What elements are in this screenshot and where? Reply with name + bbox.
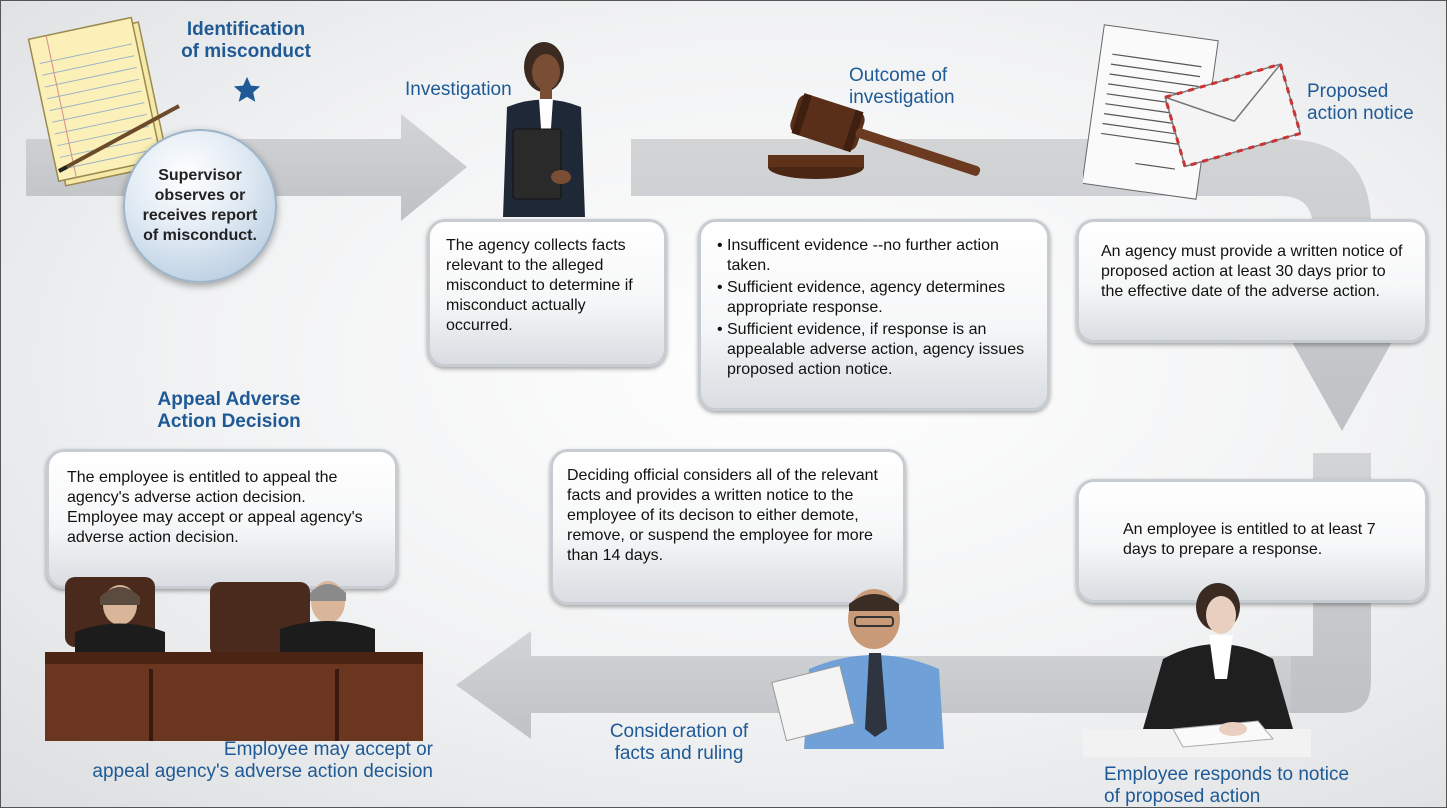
outcome-bullet: Sufficient evidence, if response is an a… [717, 320, 1031, 380]
appeal-box: The employee is entitled to appeal the a… [46, 449, 398, 589]
outcome-bullet: Sufficient evidence, agency determines a… [717, 278, 1031, 318]
employee-response-caption: Employee responds to notice of proposed … [1104, 764, 1350, 807]
proposed-action-title: Proposed action notice [1307, 81, 1414, 124]
letter-envelope-icon [1081, 19, 1303, 209]
appeal-caption: Employee may accept or appeal agency's a… [92, 739, 433, 782]
employee-response-box: An employee is entitled to at least 7 da… [1076, 479, 1428, 603]
employee-writing-illustration [1083, 579, 1311, 757]
proposed-action-box: An agency must provide a written notice … [1076, 219, 1428, 343]
consideration-caption: Consideration of facts and ruling [609, 721, 749, 764]
outcome-bullet: Insufficent evidence --no further action… [717, 236, 1031, 276]
deciding-official-illustration [769, 579, 959, 749]
investigation-box: The agency collects facts relevant to th… [427, 219, 667, 367]
identification-title: Identification of misconduct [181, 19, 311, 62]
judges-panel-illustration [45, 557, 423, 741]
supervisor-circle: Supervisor observes or receives report o… [123, 129, 277, 283]
appeal-title: Appeal Adverse Action Decision [157, 389, 301, 432]
arrow-top-band [631, 139, 1401, 431]
investigation-title: Investigation [405, 79, 512, 100]
gavel-icon [761, 93, 986, 183]
notepad-icon [19, 11, 189, 191]
investigator-illustration [489, 37, 599, 217]
outcome-box: Insufficent evidence --no further action… [698, 219, 1050, 411]
consideration-box: Deciding official considers all of the r… [550, 449, 906, 605]
outcome-title: Outcome of investigation [849, 65, 955, 108]
star-icon [232, 75, 262, 105]
